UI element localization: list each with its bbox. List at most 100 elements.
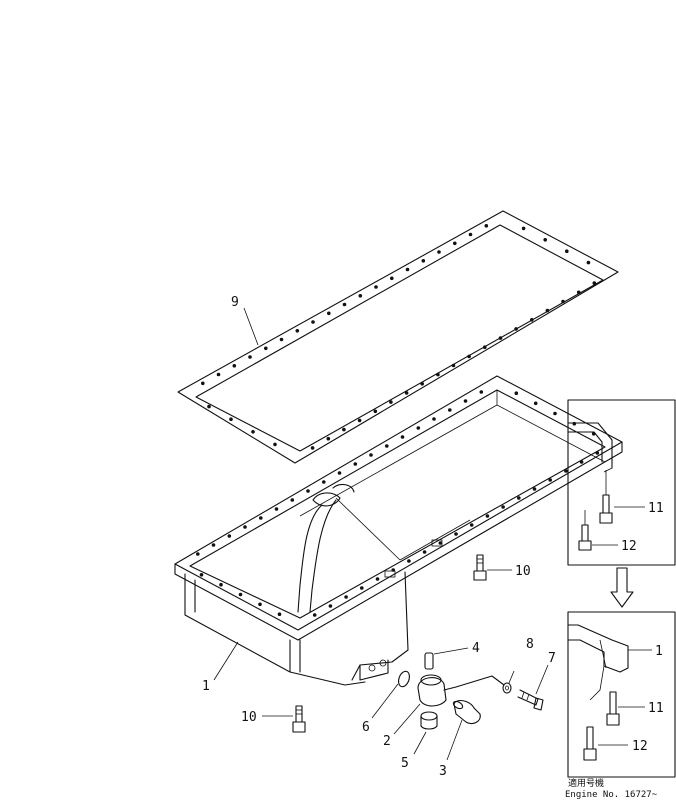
bolt-hole	[295, 329, 300, 333]
bolt-hole	[545, 308, 550, 313]
bolt-hole	[479, 390, 484, 394]
bolt-hole	[437, 250, 441, 254]
bolt-hole	[432, 417, 436, 421]
callout-6: 6	[362, 720, 370, 735]
serial-note-en: Engine No. 16727~	[565, 790, 658, 800]
bolt-hole	[274, 507, 279, 511]
bolt-hole	[196, 552, 200, 556]
bolt-hole	[279, 337, 284, 342]
o-ring-6	[398, 670, 410, 688]
detail-box-a	[567, 399, 676, 566]
bolt-hole	[561, 299, 565, 304]
bolt-hole	[576, 290, 581, 295]
washer-8	[502, 682, 512, 694]
bolt-hole	[436, 372, 440, 377]
bolt-hole	[360, 586, 364, 590]
bolt-hole	[454, 532, 458, 536]
bolt-hole	[243, 525, 247, 529]
bolt-hole	[375, 577, 380, 581]
callout-7: 7	[548, 651, 556, 666]
bolt-hole	[326, 436, 331, 441]
bolt-7	[517, 689, 544, 711]
bolt-hole	[310, 446, 315, 450]
bolt-hole	[469, 523, 474, 527]
bolt-hole	[595, 451, 600, 455]
bolt-hole	[572, 421, 577, 426]
bolt-hole	[416, 426, 421, 430]
bolt-hole	[532, 487, 537, 491]
bolt-hole	[564, 469, 568, 473]
bolt-hole	[586, 260, 591, 265]
bolt-hole	[342, 302, 347, 307]
bolt-hole	[448, 408, 452, 412]
bolt-hole	[407, 559, 411, 563]
callout-8: 8	[526, 637, 534, 652]
bolt-hole	[543, 238, 547, 242]
bolt-hole	[312, 613, 317, 617]
bolt-hole	[322, 480, 326, 484]
callout-5: 5	[401, 756, 409, 771]
bolt-hole	[199, 573, 204, 577]
drain-valve-3	[452, 699, 481, 725]
bolt-hole	[517, 496, 521, 500]
bolt-hole	[251, 430, 255, 434]
pin-4	[424, 652, 434, 670]
bolt-hole	[514, 327, 518, 331]
plug-5	[420, 711, 438, 730]
bolt-hole	[328, 604, 333, 608]
bolt-hole	[501, 505, 505, 509]
callout-11-bottom: 11	[648, 701, 664, 716]
callout-2: 2	[383, 734, 391, 749]
bolt-hole	[216, 372, 221, 377]
serial-note-jp: 適用号機	[568, 777, 604, 789]
bolt-hole	[483, 345, 487, 350]
bolt-hole	[514, 391, 519, 396]
bolt-10-left	[292, 705, 306, 733]
bolt-hole	[327, 311, 331, 316]
callout-3: 3	[439, 764, 447, 779]
oil-pan	[174, 375, 623, 686]
down-arrow-icon	[610, 567, 634, 608]
bolt-hole	[248, 355, 252, 359]
bolt-hole	[548, 478, 552, 482]
bolt-hole	[422, 550, 427, 554]
bolt-hole	[211, 543, 216, 547]
bolt-hole	[468, 232, 473, 237]
bolt-hole	[453, 241, 457, 246]
callout-11-top: 11	[648, 501, 664, 516]
bolt-hole	[485, 514, 490, 518]
bolt-hole	[391, 568, 396, 572]
pipe-line	[455, 675, 505, 688]
bolt-hole	[390, 276, 394, 281]
bolt-hole	[264, 346, 268, 351]
leader-lines	[213, 307, 652, 761]
gasket	[177, 210, 619, 464]
bolt-hole	[227, 534, 232, 538]
bolt-hole	[277, 612, 282, 616]
bolt-hole	[463, 399, 468, 403]
bolt-hole	[565, 249, 569, 253]
bolt-hole	[358, 294, 363, 298]
bolt-hole	[273, 442, 277, 447]
bolt-hole	[400, 435, 405, 439]
bolt-hole	[353, 462, 358, 466]
bolt-hole	[311, 320, 315, 324]
callout-1: 1	[202, 679, 210, 694]
callout-4: 4	[472, 641, 480, 656]
bolt-hole	[342, 427, 346, 432]
bolt-hole	[530, 318, 534, 322]
bolt-hole	[451, 363, 456, 368]
bolt-hole	[438, 541, 443, 545]
bolt-hole	[498, 336, 503, 340]
bolt-hole	[369, 453, 373, 457]
bolt-hole	[290, 498, 295, 502]
bolt-hole	[421, 259, 426, 263]
bolt-hole	[373, 409, 378, 414]
elbow-2	[417, 674, 457, 707]
callout-10-right: 10	[515, 564, 531, 579]
bolt-hole	[404, 391, 409, 395]
bolt-hole	[201, 381, 205, 386]
bolt-hole	[238, 592, 243, 597]
detail-box-b	[567, 611, 676, 778]
bolt-hole	[344, 595, 348, 599]
